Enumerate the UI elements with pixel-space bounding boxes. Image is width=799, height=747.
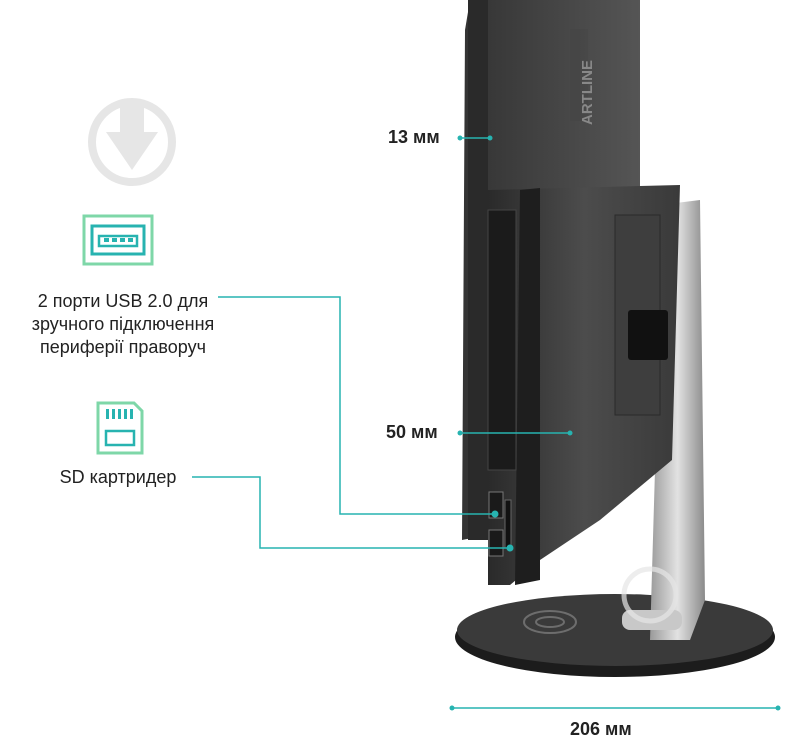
usb-port-2 bbox=[488, 529, 504, 557]
stand-hinge bbox=[628, 310, 668, 360]
watermark-logo-icon bbox=[88, 98, 176, 186]
sd-callout-line bbox=[192, 476, 510, 549]
dim-label-206: 206 мм bbox=[570, 719, 632, 739]
sd-card-icon bbox=[96, 401, 144, 455]
usb-feature-label: 2 порти USB 2.0 для зручного підключення… bbox=[31, 291, 215, 357]
usb-port-icon bbox=[82, 214, 154, 266]
dim-label-50: 50 мм bbox=[386, 422, 438, 442]
dvd-drive bbox=[487, 209, 517, 471]
wireless-charger-icon bbox=[523, 610, 577, 634]
sd-feature-label: SD картридер bbox=[59, 467, 177, 487]
screen-panel bbox=[462, 0, 640, 540]
sd-slot bbox=[504, 499, 512, 549]
brand-logo: ARTLINE bbox=[579, 60, 596, 125]
dim-label-13: 13 мм bbox=[388, 127, 440, 147]
usb-port-1 bbox=[488, 491, 504, 519]
usb-callout-line bbox=[218, 296, 495, 515]
